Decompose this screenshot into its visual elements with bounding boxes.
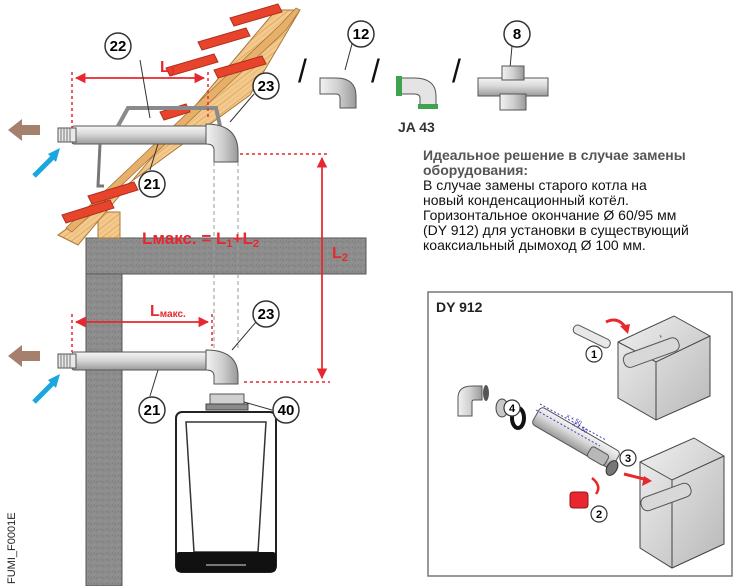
lower-elbow <box>205 349 239 385</box>
svg-text:8: 8 <box>513 26 521 43</box>
upper-flue <box>57 106 239 188</box>
roof <box>57 3 301 246</box>
svg-text:23: 23 <box>258 306 275 323</box>
boiler <box>175 411 277 573</box>
intake-arrow-upper <box>32 154 56 178</box>
svg-text:4: 4 <box>509 403 516 415</box>
l2-label: L2 <box>332 245 348 264</box>
upper-bracket-leg <box>96 143 104 188</box>
lower-terminal-ribs <box>60 354 71 368</box>
roof-beam <box>97 211 121 239</box>
description-title-line1: Идеальное решение в случае замены <box>423 147 686 163</box>
callout-21-lower: 21 <box>138 369 166 424</box>
stone-block-lower <box>639 437 725 569</box>
boiler-adapter-40 <box>209 393 245 405</box>
upper-terminal-ribs <box>60 128 71 142</box>
description-line2: новый конденсационный котёл. <box>423 192 629 208</box>
dy912-title: DY 912 <box>436 299 483 315</box>
description-line5: коаксиальный дымоход Ø 100 мм. <box>423 237 646 253</box>
svg-text:1: 1 <box>591 349 597 361</box>
component-8-tee: 8 <box>477 20 549 111</box>
lower-flue-pipe <box>71 351 221 371</box>
callout-21-upper: 21 <box>138 143 166 198</box>
upper-elbow <box>205 123 239 163</box>
dy912-kit-box: DY 912 1 <box>427 291 733 577</box>
svg-text:21: 21 <box>144 402 161 419</box>
separator-3: / <box>452 53 461 89</box>
step-3: 3 <box>619 449 637 467</box>
flow-arrows <box>8 119 60 404</box>
separator-2: / <box>371 53 380 89</box>
old-pipe <box>572 324 611 349</box>
svg-text:12: 12 <box>353 26 370 43</box>
step-4: 4 <box>503 399 521 417</box>
description-title-line2: оборудования: <box>423 162 529 178</box>
upper-bracket <box>116 106 222 127</box>
callout-23-lower: 23 <box>231 300 280 351</box>
intake-arrow-lower <box>32 380 56 404</box>
callout-22: 22 <box>104 32 151 119</box>
exhaust-arrow-upper <box>8 119 40 141</box>
svg-text:x: x <box>659 333 664 340</box>
description-line3: Горизонтальное окончание Ø 60/95 мм <box>423 207 677 223</box>
building-wall <box>85 211 367 586</box>
lmax-label: Lмакс. <box>150 303 186 320</box>
ja43-label: JA 43 <box>398 119 435 135</box>
callout-40: 40 <box>243 396 300 424</box>
callout-23-upper: 23 <box>229 72 280 123</box>
boiler-adapter-base <box>205 403 249 411</box>
svg-text:40: 40 <box>278 402 295 419</box>
vertical-duct <box>213 162 239 350</box>
l1-label: L1 <box>160 59 176 78</box>
svg-text:3: 3 <box>625 453 631 465</box>
lower-flue <box>57 349 249 411</box>
formula-label: Lмакс. = L1+L2 <box>142 229 259 250</box>
floor-slab <box>85 237 367 275</box>
component-12-elbow: 12 <box>319 20 375 109</box>
separator-1: / <box>298 53 307 89</box>
description-line4: (DY 912) для установки в существующий <box>423 222 689 238</box>
stone-block-upper <box>617 315 711 421</box>
step-2: 2 <box>590 505 608 523</box>
svg-text:23: 23 <box>258 78 275 95</box>
description-block: Идеальное решение в случае замены оборуд… <box>423 148 739 253</box>
red-seal <box>569 491 589 509</box>
roof-tiles <box>61 3 283 224</box>
description-line1: В случае замены старого котла на <box>423 177 647 193</box>
wall-vertical <box>85 237 123 586</box>
step-1: 1 <box>585 345 603 363</box>
exhaust-arrow-lower <box>8 345 40 367</box>
svg-text:21: 21 <box>144 176 161 193</box>
dimensions <box>71 72 330 383</box>
figure-code: FUMI_F0001E <box>6 512 18 584</box>
component-ja43-elbow <box>396 76 438 109</box>
svg-text:2: 2 <box>596 509 602 521</box>
svg-text:22: 22 <box>110 38 127 55</box>
upper-flue-pipe <box>71 125 221 145</box>
